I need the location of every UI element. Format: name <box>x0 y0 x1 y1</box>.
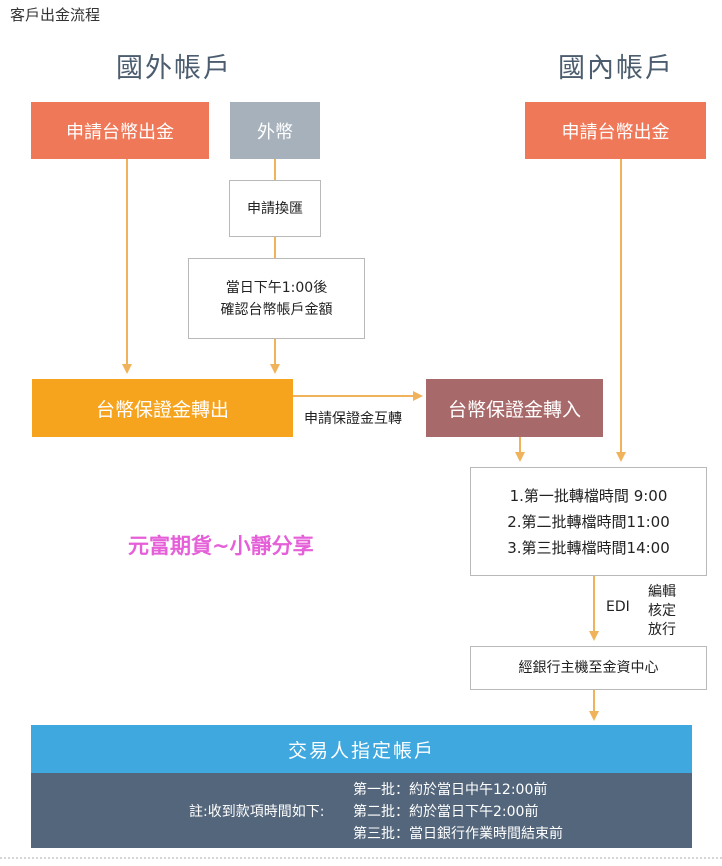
domestic-twd-withdraw-box: 申請台幣出金 <box>525 102 706 159</box>
batch-schedule-box: 1.第一批轉檔時間 9:00 2.第二批轉檔時間11:00 3.第三批轉檔時間1… <box>470 467 707 576</box>
page-title: 客戶出金流程 <box>10 6 101 24</box>
batch-line-1: 1.第一批轉檔時間 9:00 <box>509 486 668 505</box>
bank-host-box: 經銀行主機至金資中心 <box>470 646 707 690</box>
foreign-currency-box: 外幣 <box>230 102 320 159</box>
edi-label: EDI <box>606 599 630 615</box>
edi-step-edit: 編輯 <box>648 584 676 600</box>
edi-step-release: 放行 <box>648 622 676 638</box>
edi-steps: 編輯 核定 放行 <box>648 583 676 640</box>
heading-foreign-account: 國外帳戶 <box>116 53 232 84</box>
batch-line-2: 2.第二批轉檔時間11:00 <box>507 512 670 531</box>
trader-account-bar: 交易人指定帳戶 <box>31 725 692 773</box>
payment-timing-batch-2: 第二批：約於當日下午2:00前 <box>353 804 539 820</box>
payment-timing-batch-1: 第一批：約於當日中午12:00前 <box>353 782 548 798</box>
foreign-twd-withdraw-box: 申請台幣出金 <box>31 102 209 159</box>
bottom-dotted-divider <box>0 857 722 859</box>
heading-domestic-account: 國內帳戶 <box>558 53 674 84</box>
margin-transfer-out-box: 台幣保證金轉出 <box>32 379 293 437</box>
margin-transfer-in-box: 台幣保證金轉入 <box>426 379 603 437</box>
margin-swap-label: 申請保證金互轉 <box>304 411 402 427</box>
confirm-balance-line-1: 當日下午1:00後 <box>225 279 328 296</box>
edi-step-approve: 核定 <box>648 603 676 619</box>
watermark-text: 元富期貨~小靜分享 <box>128 534 314 558</box>
confirm-balance-box: 當日下午1:00後 確認台幣帳戶金額 <box>188 258 365 339</box>
confirm-balance-line-2: 確認台幣帳戶金額 <box>220 301 333 318</box>
batch-line-3: 3.第三批轉檔時間14:00 <box>507 538 670 557</box>
payment-timing-label: 註:收到款項時間如下: <box>189 804 325 820</box>
payment-timing-panel: 註:收到款項時間如下: 第一批：約於當日中午12:00前 第二批：約於當日下午2… <box>31 773 692 848</box>
payment-timing-batch-3: 第三批：當日銀行作業時間結束前 <box>353 826 563 842</box>
fx-exchange-box: 申請換匯 <box>229 180 321 237</box>
